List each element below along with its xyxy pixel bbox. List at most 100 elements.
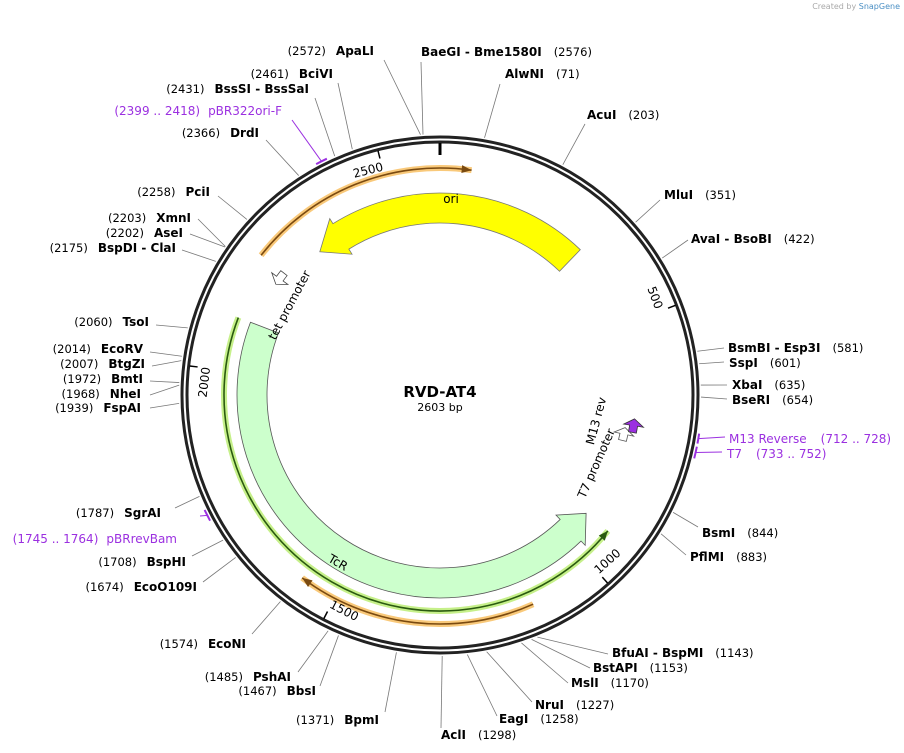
feature-t7-promoter[interactable] — [612, 427, 635, 442]
plasmid-size: 2603 bp — [417, 401, 462, 414]
site-label-drdi[interactable]: (2366) DrdI — [182, 126, 259, 140]
leader-line — [149, 380, 180, 383]
tick-label: 500 — [644, 285, 665, 311]
site-label-pflmi[interactable]: PflMI(883) — [690, 550, 767, 564]
primer-mark[interactable] — [693, 446, 698, 459]
primer-leader — [199, 514, 208, 517]
feature-ori[interactable] — [319, 192, 581, 272]
orf-top[interactable] — [260, 167, 472, 256]
site-label-fspai[interactable]: (1939)FspAI — [55, 401, 141, 415]
credit-prefix: Created by — [812, 2, 857, 11]
site-position: (2060) — [74, 315, 112, 329]
site-position: (2366) — [182, 126, 220, 140]
site-position: (203) — [628, 108, 659, 122]
feature-label-ori[interactable]: ori — [443, 192, 459, 206]
feature-tet-promoter[interactable] — [270, 270, 290, 285]
site-label-bseri[interactable]: BseRI (654) — [732, 393, 813, 407]
site-position: (2572) — [288, 44, 326, 58]
site-label-econi[interactable]: (1574)EcoNI — [160, 637, 246, 651]
site-label-bpmi[interactable]: (1371)BpmI — [296, 713, 379, 727]
site-label-bsphi[interactable]: (1708)BspHI — [98, 555, 186, 569]
site-label-bbsi[interactable]: (1467)BbsI — [238, 684, 316, 698]
site-label-msli[interactable]: MslI(1170) — [571, 676, 649, 690]
site-label-xmni[interactable]: (2203)XmnI — [108, 211, 191, 225]
site-label-acui[interactable]: AcuI (203) — [587, 108, 659, 122]
leader-line — [181, 249, 216, 262]
site-label-alwni[interactable]: AlwNI(71) — [505, 67, 580, 81]
site-name: SgrAI — [124, 506, 161, 520]
feature-label-tet-promoter[interactable]: tet promoter — [265, 268, 313, 342]
primer-label-pbr322ori-f[interactable]: (2399 .. 2418)pBR322ori-F — [114, 104, 282, 118]
site-label-apali[interactable]: (2572)ApaLI — [288, 44, 374, 58]
site-name: BfuAI - BspMI — [612, 646, 703, 660]
site-label-bspdiclai[interactable]: (2175)BspDI - ClaI — [50, 241, 176, 255]
primer-label-pbrrevbam[interactable]: (1745 .. 1764)pBRrevBam — [13, 532, 177, 546]
site-label-asei[interactable]: (2202)AseI — [106, 226, 183, 240]
leader-line — [484, 83, 501, 138]
leader-line — [149, 351, 182, 357]
site-position: (883) — [736, 550, 767, 564]
site-label-xbai[interactable]: XbaI(635) — [732, 378, 805, 392]
leader-line — [297, 630, 329, 673]
site-position: (2461) — [251, 67, 289, 81]
site-label-bsmi[interactable]: BsmI(844) — [702, 526, 778, 540]
site-label-bmti[interactable]: (1972)BmtI — [63, 372, 143, 386]
credit-brand: SnapGene — [858, 2, 900, 11]
site-name: BseRI — [732, 393, 770, 407]
site-position: (1485) — [205, 670, 243, 684]
site-label-mlui[interactable]: MluI(351) — [664, 188, 736, 202]
site-name: BciVI — [299, 67, 333, 81]
site-label-acli[interactable]: AclI(1298) — [441, 728, 516, 742]
site-name: DrdI — [230, 126, 259, 140]
site-name: BaeGI - Bme1580I — [421, 45, 542, 59]
site-label-eagi[interactable]: EagI(1258) — [499, 712, 579, 726]
leader-line — [420, 61, 424, 135]
leader-line — [700, 396, 728, 400]
site-label-bsssibsssai[interactable]: (2431)BssSI - BssSaI — [166, 82, 309, 96]
leader-line — [191, 539, 224, 557]
site-label-sgrai[interactable]: (1787)SgrAI — [76, 506, 161, 520]
primer-mark[interactable] — [696, 433, 701, 444]
primer-range: (2399 .. 2418) — [114, 104, 200, 118]
site-label-nrui[interactable]: NruI(1227) — [535, 698, 614, 712]
site-label-baegibme1580i[interactable]: BaeGI - Bme1580I(2576) — [421, 45, 592, 59]
site-label-sspi[interactable]: SspI(601) — [729, 356, 801, 370]
leader-line — [149, 402, 180, 409]
primer-label-t7[interactable]: T7(733 .. 752) — [726, 447, 826, 461]
primer-label-m13-reverse[interactable]: M13 Reverse(712 .. 728) — [729, 432, 891, 446]
site-label-nhei[interactable]: (1968)NheI — [62, 387, 141, 401]
site-name: MslI — [571, 676, 599, 690]
primer-mark[interactable] — [315, 157, 328, 166]
orf-bottom[interactable] — [301, 577, 534, 625]
backbone-inner — [185, 140, 695, 650]
leader-line — [319, 635, 339, 687]
primer-range: (733 .. 752) — [756, 447, 826, 461]
site-label-avaibsobi[interactable]: AvaI - BsoBI(422) — [691, 232, 815, 246]
site-label-pshai[interactable]: (1485)PshAI — [205, 670, 291, 684]
feature-m13-rev[interactable] — [622, 418, 645, 434]
site-label-pcii[interactable]: (2258)PciI — [137, 185, 210, 199]
tick-label: 2000 — [196, 366, 213, 398]
site-label-bcivi[interactable]: (2461) BciVI — [251, 67, 333, 81]
site-position: (1968) — [62, 387, 100, 401]
site-label-btgzi[interactable]: (2007)BtgZI — [60, 357, 145, 371]
leader-line — [660, 533, 687, 556]
site-label-ecorv[interactable]: (2014)EcoRV — [53, 342, 144, 356]
site-label-ecoo109i[interactable]: (1674)EcoO109I — [85, 580, 197, 594]
primer-mark[interactable] — [203, 509, 211, 522]
orf-tcr[interactable] — [223, 317, 609, 612]
feature-tcr[interactable] — [236, 321, 587, 599]
site-label-bfuaibspmi[interactable]: BfuAI - BspMI(1143) — [612, 646, 754, 660]
site-name: AvaI - BsoBI — [691, 232, 772, 246]
site-label-tsoi[interactable]: (2060)TsoI — [74, 315, 149, 329]
site-name: AcuI — [587, 108, 616, 122]
site-position: (654) — [782, 393, 813, 407]
site-position: (2014) — [53, 342, 91, 356]
leader-line — [521, 642, 569, 684]
site-name: FspAI — [103, 401, 141, 415]
site-label-bsmbiesp3i[interactable]: BsmBI - Esp3I(581) — [728, 341, 863, 355]
tick-mark — [601, 576, 609, 584]
site-label-bstapi[interactable]: BstAPI(1153) — [593, 661, 688, 675]
